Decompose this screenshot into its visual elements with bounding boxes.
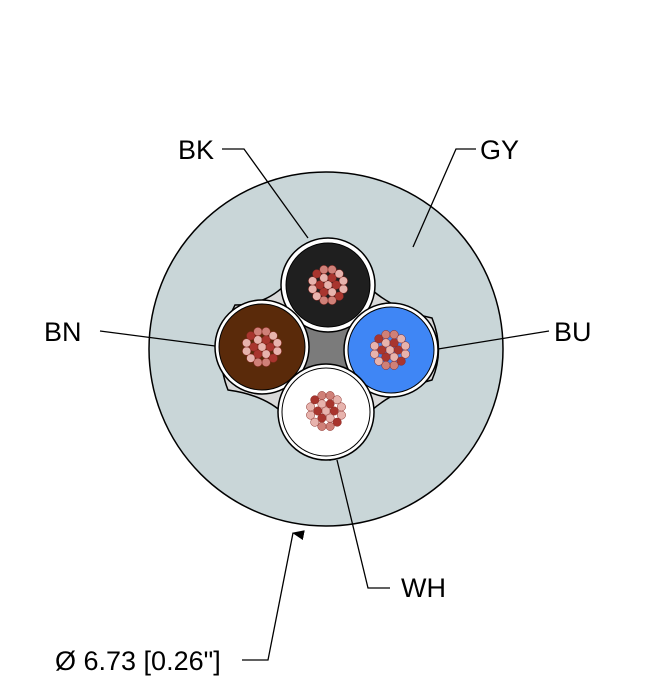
- copper-strand: [381, 360, 391, 370]
- diameter-leader-line: [242, 530, 305, 661]
- copper-strand: [370, 341, 380, 351]
- core-blue: [343, 302, 439, 398]
- copper-strand: [319, 295, 329, 305]
- copper-strand: [242, 346, 252, 356]
- copper-strand: [396, 356, 406, 366]
- leader-line-wh: [336, 459, 390, 589]
- copper-strand: [393, 345, 403, 355]
- copper-strand: [246, 353, 256, 363]
- copper-strand: [327, 295, 337, 305]
- copper-strand: [377, 345, 387, 355]
- copper-strand: [332, 395, 342, 405]
- copper-strand: [334, 291, 344, 301]
- copper-strand: [246, 331, 256, 341]
- copper-strand: [272, 338, 282, 348]
- strand-bundle-white: [306, 391, 346, 431]
- copper-strand: [327, 265, 337, 275]
- copper-strand: [312, 269, 322, 279]
- copper-strand: [249, 342, 259, 352]
- copper-strand: [317, 421, 327, 431]
- diameter-label: Ø 6.73 [0.26"]: [55, 646, 221, 676]
- label-wh: WH: [401, 573, 446, 603]
- copper-strand: [242, 338, 252, 348]
- copper-strand: [400, 341, 410, 351]
- copper-strand: [374, 356, 384, 366]
- label-gy: GY: [480, 135, 519, 165]
- copper-strand: [310, 395, 320, 405]
- copper-strand: [332, 417, 342, 427]
- copper-strand: [253, 357, 263, 367]
- copper-strand: [325, 421, 335, 431]
- copper-strand: [308, 276, 318, 286]
- label-bn: BN: [44, 317, 82, 347]
- copper-strand: [265, 342, 275, 352]
- copper-strand: [261, 327, 271, 337]
- copper-strand: [329, 406, 339, 416]
- leader-line-bk: [222, 148, 309, 239]
- core-white: [277, 363, 375, 461]
- copper-strand: [306, 410, 316, 420]
- copper-strand: [306, 402, 316, 412]
- core-brown: [214, 299, 310, 395]
- copper-strand: [308, 284, 318, 294]
- copper-strand: [268, 353, 278, 363]
- copper-strand: [319, 265, 329, 275]
- copper-strand: [338, 276, 348, 286]
- copper-strand: [261, 357, 271, 367]
- strand-bundle-blue: [370, 330, 410, 370]
- copper-strand: [336, 402, 346, 412]
- strand-bundle-brown: [242, 327, 282, 367]
- label-bk: BK: [178, 135, 214, 165]
- copper-strand: [331, 280, 341, 290]
- copper-strand: [389, 330, 399, 340]
- copper-strand: [370, 349, 380, 359]
- copper-strand: [253, 327, 263, 337]
- copper-strand: [334, 269, 344, 279]
- core-black: [280, 237, 376, 333]
- copper-strand: [374, 334, 384, 344]
- copper-strand: [317, 391, 327, 401]
- leader-line-bn: [99, 330, 216, 347]
- copper-strand: [315, 280, 325, 290]
- leader-line-bu: [437, 330, 550, 350]
- copper-strand: [389, 360, 399, 370]
- label-bu: BU: [554, 317, 592, 347]
- copper-strand: [325, 391, 335, 401]
- copper-strand: [310, 417, 320, 427]
- copper-strand: [313, 406, 323, 416]
- strand-bundle-black: [308, 265, 348, 305]
- copper-strand: [268, 331, 278, 341]
- copper-strand: [312, 291, 322, 301]
- copper-strand: [396, 334, 406, 344]
- copper-strand: [381, 330, 391, 340]
- leader-line-gy: [412, 148, 476, 248]
